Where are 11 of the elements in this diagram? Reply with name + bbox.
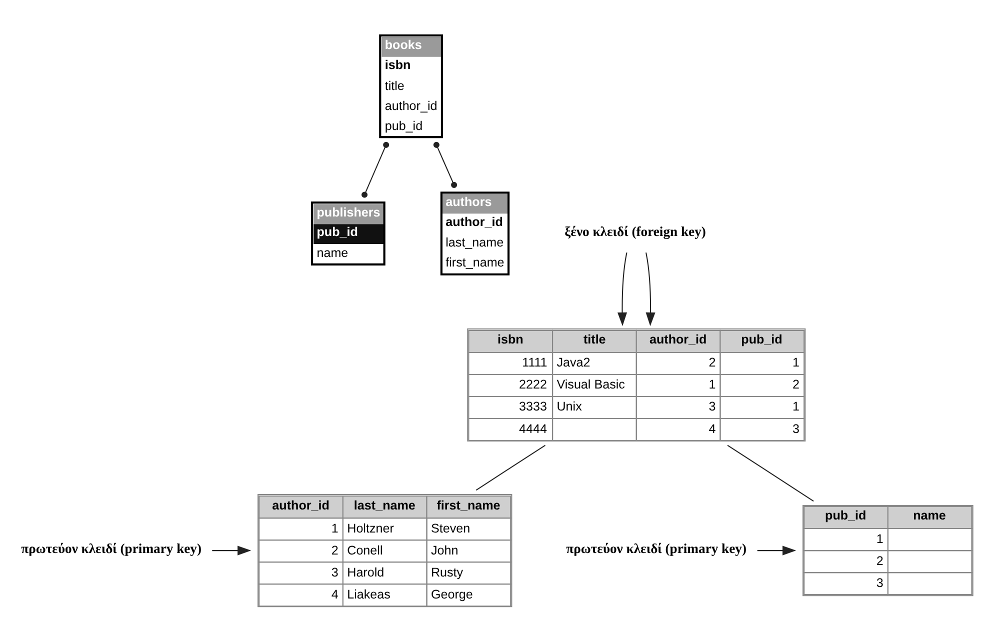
- connector: [433, 141, 458, 188]
- node-text: πρωτεύον κλειδί (primary key): [21, 540, 202, 556]
- node-text: πρωτεύον κλειδί (primary key): [566, 540, 747, 556]
- arrow: [617, 252, 628, 326]
- connector: [727, 444, 814, 502]
- arrow: [212, 545, 252, 555]
- connector: [476, 444, 546, 490]
- connector: [361, 141, 390, 198]
- node-text: ξένο κλειδί (foreign key): [564, 224, 706, 239]
- arrow: [757, 545, 796, 555]
- arrow: [645, 252, 656, 326]
